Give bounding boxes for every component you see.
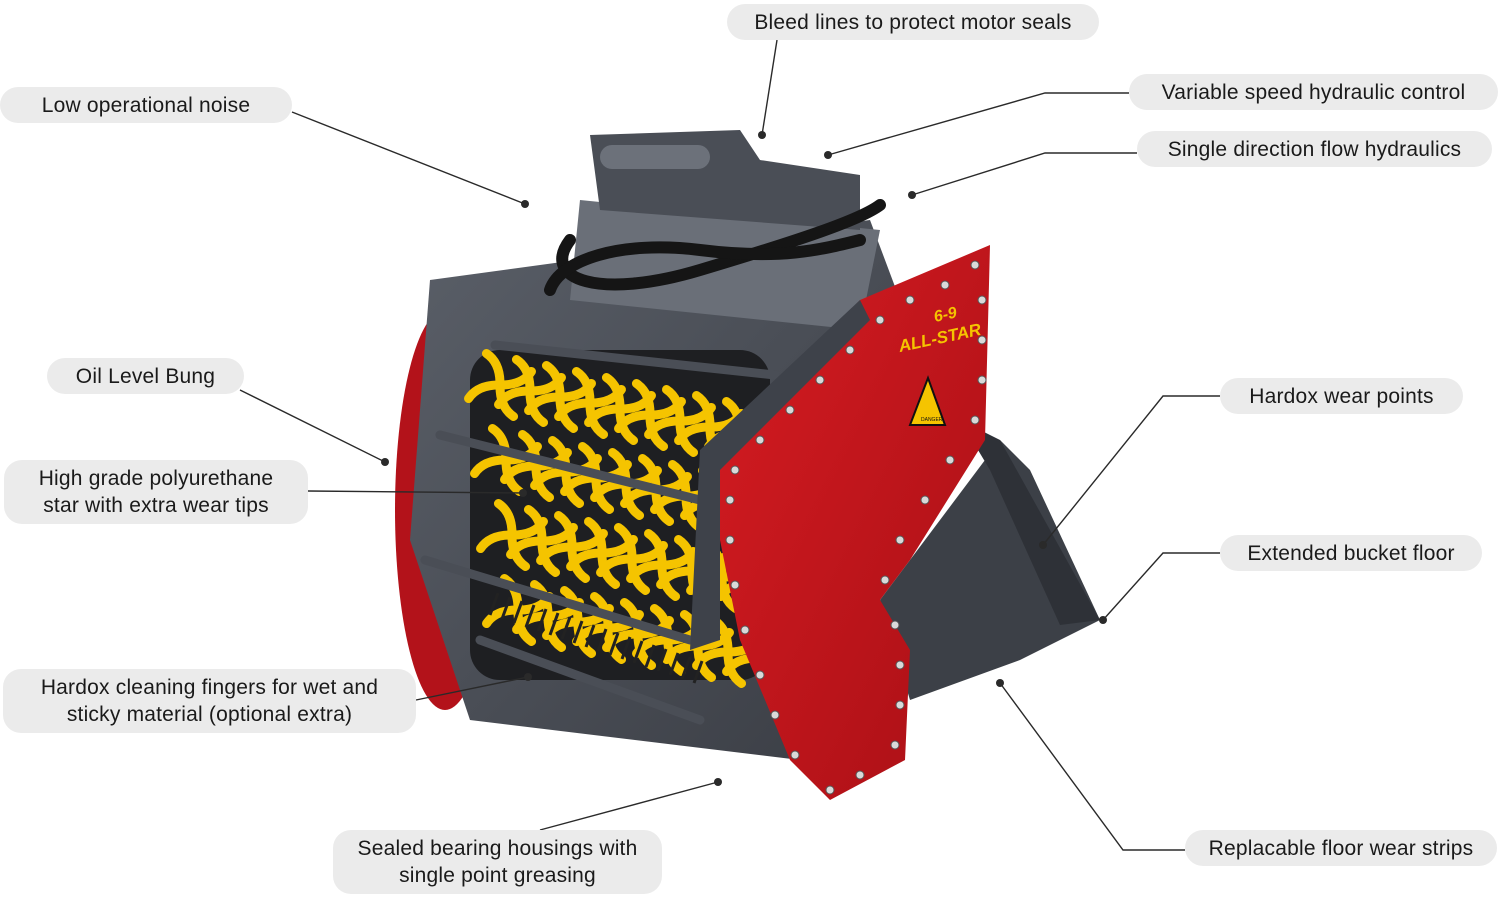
bolt (905, 295, 915, 305)
cleaning-finger (584, 624, 596, 648)
bolt (790, 750, 800, 760)
bolt (755, 435, 765, 445)
leader-cleaning-fingers (415, 676, 529, 701)
cleaning-finger (512, 600, 524, 624)
bolt (725, 495, 735, 505)
cleaning-finger (560, 616, 572, 640)
cleaning-finger (620, 636, 632, 660)
warning-triangle-icon: DANGER (908, 375, 947, 426)
cleaning-finger (488, 592, 500, 616)
cleaning-finger (524, 604, 536, 628)
cleaning-finger (668, 652, 680, 676)
cleaning-fingers (488, 592, 704, 684)
hydraulic-hoses (544, 199, 886, 296)
callout-cleaning-fingers: Hardox cleaning fingers for wet and stic… (3, 669, 416, 733)
cleaning-finger (656, 648, 668, 672)
bucket-floor (880, 420, 1100, 700)
leader-sealed-bearing (539, 781, 719, 831)
model-badge: 6-9 (932, 304, 958, 325)
leader-variable-speed (827, 92, 1129, 156)
callout-variable-speed: Variable speed hydraulic control (1129, 74, 1498, 110)
bolt (825, 785, 835, 795)
bolt (815, 375, 825, 385)
cleaning-finger (536, 608, 548, 632)
leader-hardox-wear (1042, 395, 1220, 546)
bolt (725, 535, 735, 545)
cleaning-finger (572, 620, 584, 644)
cleaning-finger (644, 644, 656, 668)
leader-lines (239, 39, 1220, 851)
bolt (890, 620, 900, 630)
callout-bleed-lines: Bleed lines to protect motor seals (727, 4, 1099, 40)
bolt (845, 345, 855, 355)
bolt (970, 260, 980, 270)
leader-single-direction (911, 152, 1137, 196)
cleaning-finger (692, 660, 704, 684)
callout-oil-level: Oil Level Bung (47, 358, 244, 394)
bolt (770, 710, 780, 720)
cage-rods (420, 340, 780, 725)
bolt (920, 495, 930, 505)
bolt (977, 295, 987, 305)
bolt (977, 335, 987, 345)
bolt (855, 770, 865, 780)
leader-floor-strips (999, 682, 1185, 851)
bolt (940, 280, 950, 290)
bolt (880, 575, 890, 585)
callout-polyurethane: High grade polyurethane star with extra … (4, 460, 308, 524)
bolt (730, 465, 740, 475)
leader-polyurethane (307, 490, 524, 494)
callout-floor-strips: Replacable floor wear strips (1185, 830, 1497, 866)
cleaning-finger (596, 628, 608, 652)
bolt (875, 315, 885, 325)
callout-sealed-bearing: Sealed bearing housings with single poin… (333, 830, 662, 894)
leader-bleed (761, 39, 778, 136)
warning-label: DANGER (921, 417, 943, 423)
callout-hardox-wear: Hardox wear points (1220, 378, 1463, 414)
bolt (740, 625, 750, 635)
cleaning-finger (548, 612, 560, 636)
callout-extended-floor: Extended bucket floor (1220, 535, 1482, 571)
bolt (890, 740, 900, 750)
cleaning-finger (500, 596, 512, 620)
bolt (945, 455, 955, 465)
callout-single-direction: Single direction flow hydraulics (1137, 131, 1492, 167)
bolt (977, 375, 987, 385)
red-side-plate: 6-9 ALL-STAR DANGER (690, 245, 990, 800)
bolt (895, 700, 905, 710)
callout-low-noise: Low operational noise (0, 87, 292, 123)
cleaning-finger (680, 656, 692, 680)
star-tooth (614, 379, 686, 451)
cleaning-finger (608, 632, 620, 656)
bolt (895, 660, 905, 670)
bolt (785, 405, 795, 415)
leader-low-noise (291, 111, 526, 205)
bolt (970, 415, 980, 425)
bolt (730, 580, 740, 590)
leader-extended-floor (1102, 552, 1220, 621)
cleaning-finger (632, 640, 644, 664)
bolt (755, 670, 765, 680)
leader-oil-level (239, 389, 386, 463)
bolt (895, 535, 905, 545)
